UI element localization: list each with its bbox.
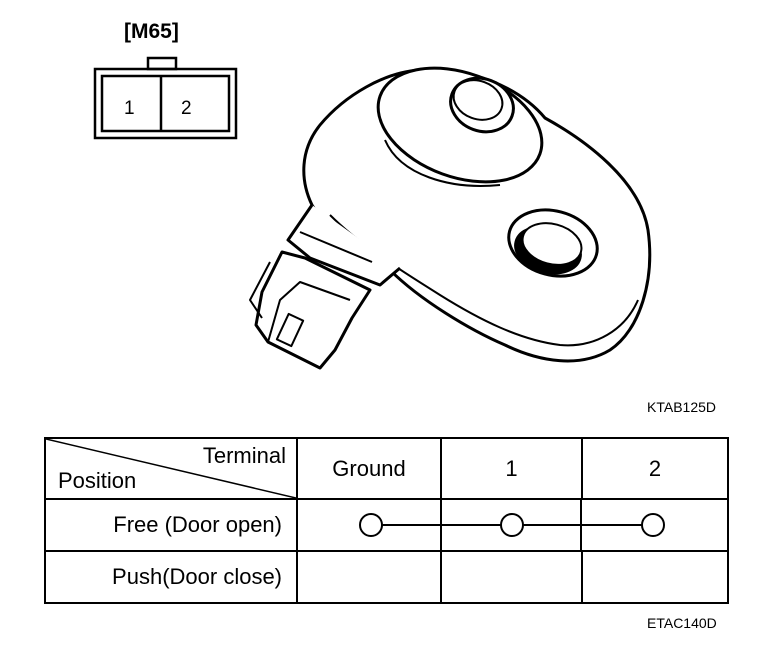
- door-switch-illustration: [93, 56, 652, 370]
- pin-label-2: 2: [181, 98, 192, 119]
- header-terminal-label: Terminal: [202, 443, 286, 468]
- continuity-line: [359, 500, 665, 550]
- continuity-node-1: [500, 513, 524, 537]
- continuity-node-2: [641, 513, 665, 537]
- connector-face: [93, 56, 238, 140]
- table-row: Push(Door close): [44, 550, 729, 604]
- row-label-push: Push(Door close): [44, 550, 298, 604]
- cell-push-ground: [296, 550, 442, 604]
- header-position-label: Position: [58, 468, 137, 493]
- column-header-ground: Ground: [296, 437, 442, 500]
- door-switch-body: [249, 66, 652, 370]
- pin-label-1: 1: [124, 98, 135, 119]
- diagonal-divider: [46, 439, 296, 498]
- cell-push-1: [440, 550, 583, 604]
- connector-id-label: [M65]: [124, 20, 179, 43]
- figure-code-top: KTAB125D: [647, 399, 716, 415]
- header-corner-cell: Terminal Position: [44, 437, 298, 500]
- column-header-2: 2: [581, 437, 729, 500]
- figure-code-bottom: ETAC140D: [647, 615, 717, 631]
- table-row: Free (Door open): [44, 498, 729, 552]
- column-header-1: 1: [440, 437, 583, 500]
- table-header-row: Terminal Position Ground 1 2: [44, 437, 729, 500]
- cell-push-2: [581, 550, 729, 604]
- continuity-node-ground: [359, 513, 383, 537]
- row-label-free: Free (Door open): [44, 498, 298, 552]
- continuity-table: Terminal Position Ground 1 2 Free (Door …: [44, 437, 729, 604]
- continuity-cells-free: [296, 498, 729, 552]
